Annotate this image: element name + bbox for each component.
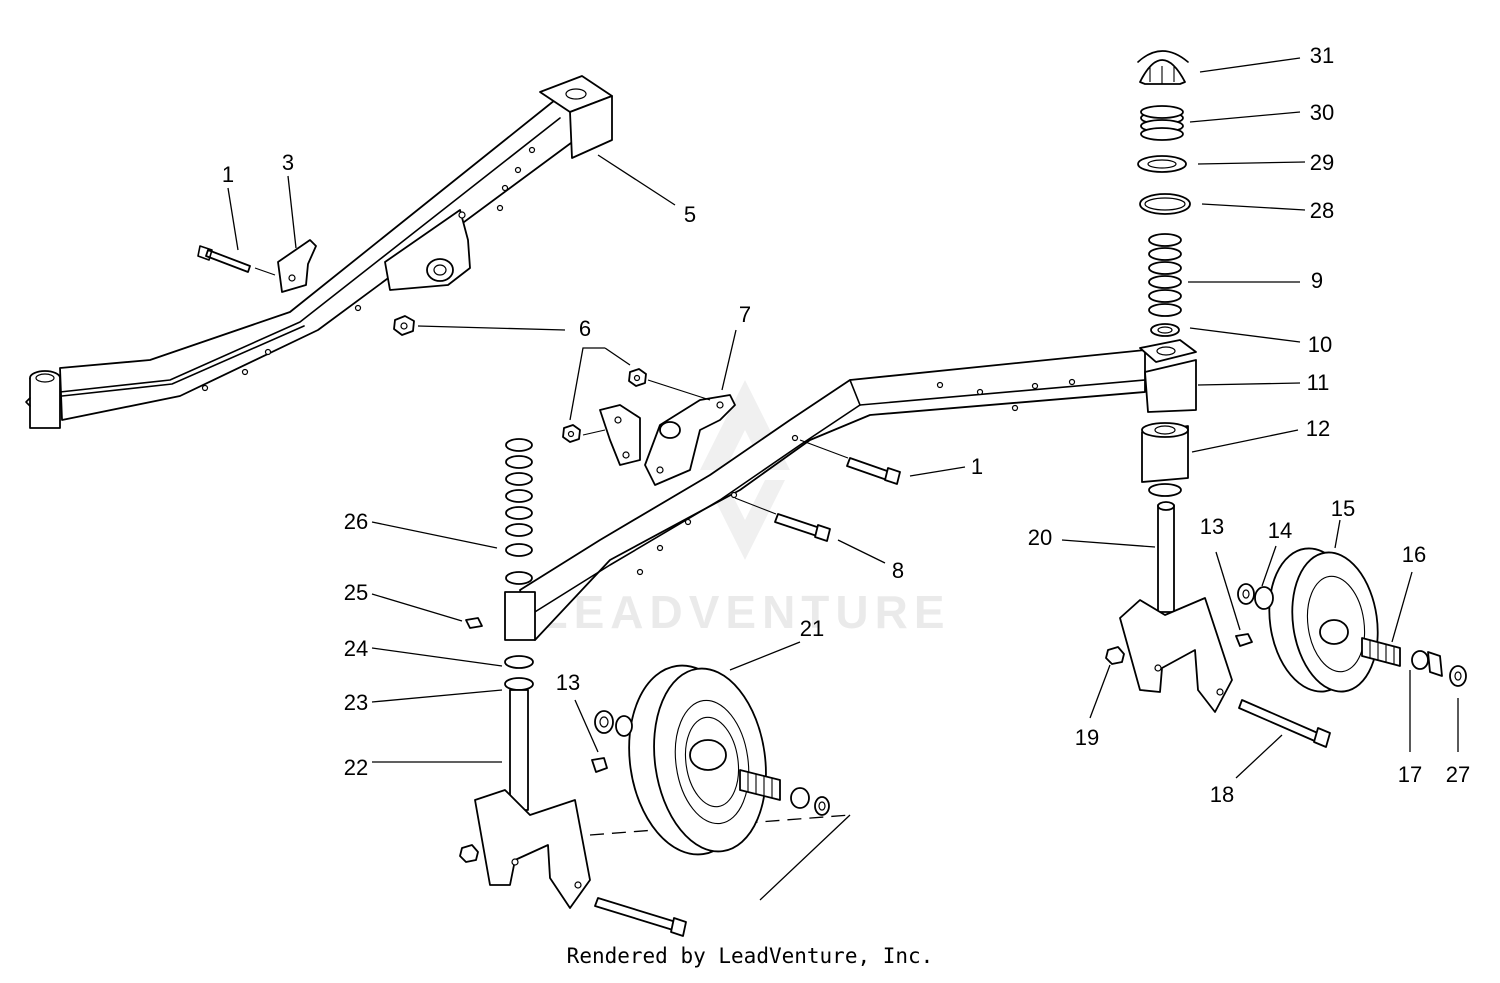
left-caster-assembly: [459, 438, 851, 937]
main-axle-bar: [504, 349, 1146, 641]
callout-26: 26: [344, 509, 368, 534]
callout-30: 30: [1310, 100, 1334, 125]
spring-part-26: [505, 438, 533, 585]
callout-21: 21: [800, 616, 824, 641]
callout-22: 22: [344, 755, 368, 780]
right-caster-assembly: [1105, 50, 1331, 748]
bracket-part-3: [197, 239, 317, 293]
callout-25: 25: [344, 580, 368, 605]
wheel-part-15: [1237, 547, 1467, 693]
callout-1-left: 1: [222, 162, 234, 187]
callout-13-right: 13: [1200, 514, 1224, 539]
nut-part-6: [393, 315, 647, 443]
callout-6: 6: [579, 316, 591, 341]
callout-7: 7: [739, 302, 751, 327]
callout-11: 11: [1307, 370, 1330, 395]
callout-5: 5: [684, 202, 696, 227]
callout-17: 17: [1398, 762, 1422, 787]
callout-15: 15: [1331, 496, 1355, 521]
callout-31: 31: [1310, 43, 1334, 68]
callout-1-right: 1: [971, 454, 983, 479]
callout-3: 3: [282, 150, 294, 175]
callout-12: 12: [1306, 416, 1330, 441]
callout-18: 18: [1210, 782, 1234, 807]
bolt-part-8: [734, 497, 831, 542]
plate-part-7: [582, 379, 736, 486]
callouts: 1 3 5 6 7 1 8 26 25 24 23 22 13 21 31 30…: [222, 43, 1470, 807]
footer-credit: Rendered by LeadVenture, Inc.: [566, 944, 934, 968]
callout-23: 23: [344, 690, 368, 715]
callout-27: 27: [1446, 762, 1470, 787]
wheel-part-21: [591, 664, 830, 856]
callout-19: 19: [1075, 725, 1099, 750]
watermark-text: LEADVENTURE: [539, 586, 950, 638]
watermark: LEADVENTURE: [539, 380, 950, 638]
callout-20: 20: [1028, 525, 1052, 550]
callout-14: 14: [1268, 518, 1292, 543]
callout-29: 29: [1310, 150, 1334, 175]
callout-16: 16: [1402, 542, 1426, 567]
callout-28: 28: [1310, 198, 1334, 223]
bolt-part-1-right: [799, 439, 901, 485]
callout-13-left: 13: [556, 670, 580, 695]
callout-24: 24: [344, 636, 368, 661]
callout-9: 9: [1311, 268, 1323, 293]
frame-bar-upper-left: [25, 75, 613, 429]
callout-8: 8: [892, 558, 904, 583]
leader-lines: [227, 57, 1459, 779]
callout-10: 10: [1308, 332, 1332, 357]
